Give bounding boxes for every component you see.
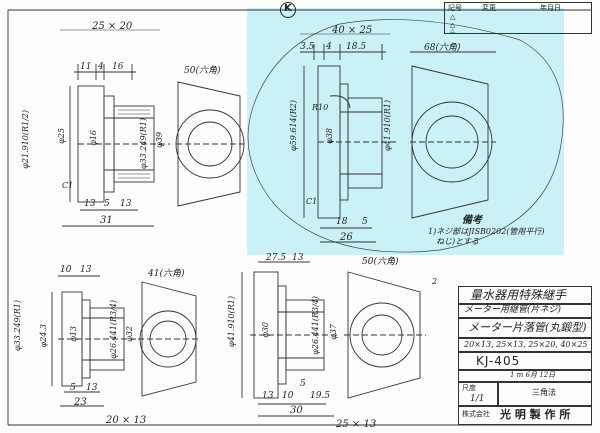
bl-mid-dia: φ24.3 (39, 324, 48, 348)
bl-title: 20 × 13 (106, 415, 147, 426)
tl-dim-2: 4 (98, 62, 104, 72)
tl-chamfer: C1 (62, 181, 74, 190)
rev-col-date: 年月日 (540, 4, 561, 12)
tl-hex: 50(六角) (184, 66, 221, 76)
bl-dim-2: 13 (80, 265, 92, 275)
tl-dim-3: 16 (112, 62, 124, 72)
bm-dim-2: 13 (292, 253, 304, 263)
tl-total: 31 (100, 215, 113, 226)
tb-company: 光 明 製 作 所 (500, 408, 571, 421)
tr-note-title: 備考 (462, 215, 482, 226)
view-bl-section (51, 275, 136, 407)
rev-mark-2: △ (450, 21, 456, 29)
bl-right-dia: φ26.441(R3/4) (109, 300, 118, 359)
tl-title: 25 × 20 (92, 21, 133, 32)
bl-hex: 41(六角) (148, 269, 185, 279)
tb-row-sub (458, 304, 592, 318)
bm-dim-1: 27.5 (266, 253, 287, 263)
bm-left-dia: φ41.910(R1) (227, 296, 236, 347)
tr-total: 26 (340, 232, 353, 243)
rev-col-symbol: 記号 (448, 4, 462, 12)
tr-bottom-dim-1: 18 (336, 217, 348, 227)
tb-row-heading (458, 286, 592, 304)
view-tr-circle (247, 19, 564, 253)
tb-method: 三角法 (532, 388, 556, 397)
rev-mark-1: △ (450, 13, 456, 21)
tl-right-dia-1: φ33.249(R1) (139, 118, 148, 169)
tl-bottom-dim-3: 13 (120, 199, 132, 209)
tb-sub: メーター用継管(片ネジ) (464, 305, 562, 315)
logo-letter: K (284, 3, 292, 14)
rev-col-change: 変更 (482, 4, 496, 12)
bl-left-dia: φ33.249(R1) (13, 300, 22, 351)
tb-cell-scale (458, 382, 498, 406)
tl-mid-dia: φ25 (57, 128, 66, 144)
tr-note-line-1: 1)ネジ部はJISB0202(管用平行) (428, 227, 545, 236)
view-tl-end (175, 81, 245, 207)
tr-hex: 68(六角) (424, 43, 461, 53)
view-bm-section (241, 261, 338, 417)
tr-dim-2: 4 (326, 42, 332, 52)
bm-bottom-dim-1: 13 (262, 391, 274, 401)
bm-title: 25 × 13 (336, 419, 377, 430)
tl-left-dia: φ21.910(R1/2) (21, 110, 30, 169)
tb-row-date (458, 370, 592, 382)
bm-mark: 2 (432, 277, 438, 286)
bm-right-dia: φ26.441(R3/4) (311, 296, 320, 355)
tb-company-label: 株式会社 (462, 410, 490, 418)
tb-row-sizes (458, 338, 592, 352)
tr-left-dia: φ59.614(R2) (289, 100, 298, 151)
tl-right-dia-2: φ39 (155, 132, 164, 148)
tl-bottom-dim-2: 5 (104, 199, 110, 209)
tb-row-company (458, 406, 592, 425)
tl-dim-1: 11 (80, 62, 92, 72)
bl-total: 23 (74, 397, 87, 408)
tr-right-dia: φ41.910(R1) (383, 100, 392, 151)
view-bm-end (344, 271, 426, 399)
tl-bottom-dim-1: 13 (84, 199, 96, 209)
tb-scale: 1/1 (470, 394, 485, 404)
revision-table (444, 2, 592, 34)
tr-title: 40 × 25 (332, 25, 373, 36)
tr-mid-dia: φ38 (325, 128, 334, 144)
bl-right-dia-2: φ32 (125, 326, 134, 342)
tr-chamfer: C1 (306, 197, 318, 206)
tl-inner-dia: φ16 (89, 130, 98, 146)
rev-mark-3: △ (450, 27, 455, 34)
bl-bottom-dim-1: 5 (70, 383, 76, 393)
tb-cell-method (498, 382, 592, 406)
tr-dim-3: 18.5 (346, 42, 367, 52)
tr-bottom-dim-2: 5 (362, 217, 368, 227)
bm-mid-dia: φ30 (261, 322, 270, 338)
bl-inner-dia: φ13 (69, 326, 78, 342)
tb-code: KJ-405 (476, 354, 521, 368)
bm-bottom-dim-2: 10 (282, 391, 294, 401)
bm-total: 30 (290, 405, 303, 416)
view-tr-section (300, 33, 396, 243)
bm-right-dia-2: φ37 (329, 324, 338, 340)
logo-circle (280, 2, 296, 18)
tr-note-line-2: ねじ)とする (436, 237, 479, 246)
highlight-region (247, 8, 564, 255)
bm-hex: 50(六角) (362, 257, 399, 267)
view-tr-end (410, 51, 496, 219)
tb-date: 1 m 6月 12日 (510, 371, 556, 379)
tb-row-code (458, 352, 592, 370)
view-tl-section (60, 29, 170, 227)
tb-scale-label: 尺度 (462, 384, 476, 392)
bl-dim-1: 10 (60, 265, 72, 275)
tr-dim-1: 3.5 (300, 42, 315, 52)
tb-row-name (458, 318, 592, 338)
bm-bottom-dim-4: 5 (300, 379, 306, 389)
tb-sizes: 20×13, 25×13, 25×20, 40×25 (464, 340, 588, 349)
tb-name: メーター片落管(丸鍛型) (468, 321, 587, 334)
view-bl-end (138, 281, 200, 397)
bm-bottom-dim-3: 19.5 (310, 391, 331, 401)
bl-bottom-dim-2: 13 (86, 383, 98, 393)
tb-heading: 量水器用特殊継手 (470, 288, 567, 302)
tr-r-label: R10 (312, 103, 329, 112)
